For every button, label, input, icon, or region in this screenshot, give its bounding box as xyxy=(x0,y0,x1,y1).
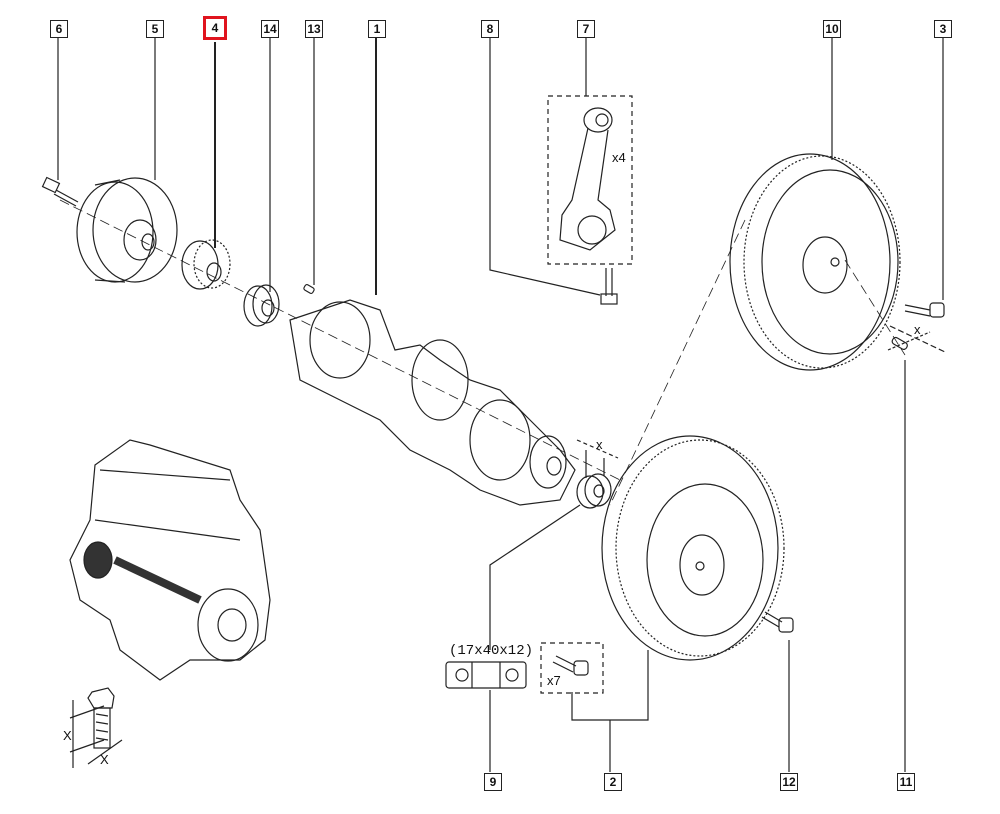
engine-block xyxy=(69,439,271,681)
thread-dim-X-vertical: X xyxy=(63,728,72,743)
flywheel-10 xyxy=(729,153,901,371)
pulley-5 xyxy=(76,177,178,283)
callout-4-selected[interactable]: 4 xyxy=(203,16,227,40)
bolt-quantity: x7 xyxy=(547,673,561,688)
key-13 xyxy=(303,284,315,294)
flywheel-axis xyxy=(609,219,746,506)
dowel-11 xyxy=(887,325,946,353)
callout-14[interactable]: 14 xyxy=(261,20,279,38)
gear-4 xyxy=(181,239,231,290)
bolt-12 xyxy=(761,611,794,633)
seal-14 xyxy=(243,284,280,327)
callout-8[interactable]: 8 xyxy=(481,20,499,38)
bolt-6 xyxy=(41,176,79,207)
bearing-9 xyxy=(576,439,619,509)
bolt-8 xyxy=(600,268,618,305)
conrod-7 xyxy=(559,107,616,251)
callout-2[interactable]: 2 xyxy=(604,773,622,791)
bearing-size: (17x40x12) xyxy=(449,643,534,659)
callout-5[interactable]: 5 xyxy=(146,20,164,38)
bearing-dim-x: x xyxy=(596,437,603,452)
callout-3[interactable]: 3 xyxy=(934,20,952,38)
callout-9[interactable]: 9 xyxy=(484,773,502,791)
dowel-dim-x: x xyxy=(914,322,921,337)
axis-centerline xyxy=(59,199,621,481)
callout-11[interactable]: 11 xyxy=(897,773,915,791)
thread-dimension-symbol xyxy=(69,687,123,768)
bolt-x7 xyxy=(552,655,589,676)
bearing-symbol xyxy=(445,661,527,689)
bolt-box xyxy=(540,642,604,694)
callout-1[interactable]: 1 xyxy=(368,20,386,38)
thread-dim-X-horizontal: X xyxy=(100,752,109,767)
crankshaft-1 xyxy=(289,299,576,506)
conrod-quantity: x4 xyxy=(612,150,626,165)
callout-12[interactable]: 12 xyxy=(780,773,798,791)
leader-9-top xyxy=(489,504,581,650)
bolt-3 xyxy=(904,302,945,318)
callout-10[interactable]: 10 xyxy=(823,20,841,38)
leader-8 xyxy=(489,38,601,296)
callout-6[interactable]: 6 xyxy=(50,20,68,38)
flywheel-axis-2 xyxy=(844,259,906,356)
callout-7[interactable]: 7 xyxy=(577,20,595,38)
callout-13[interactable]: 13 xyxy=(305,20,323,38)
flywheel-2 xyxy=(601,435,785,661)
